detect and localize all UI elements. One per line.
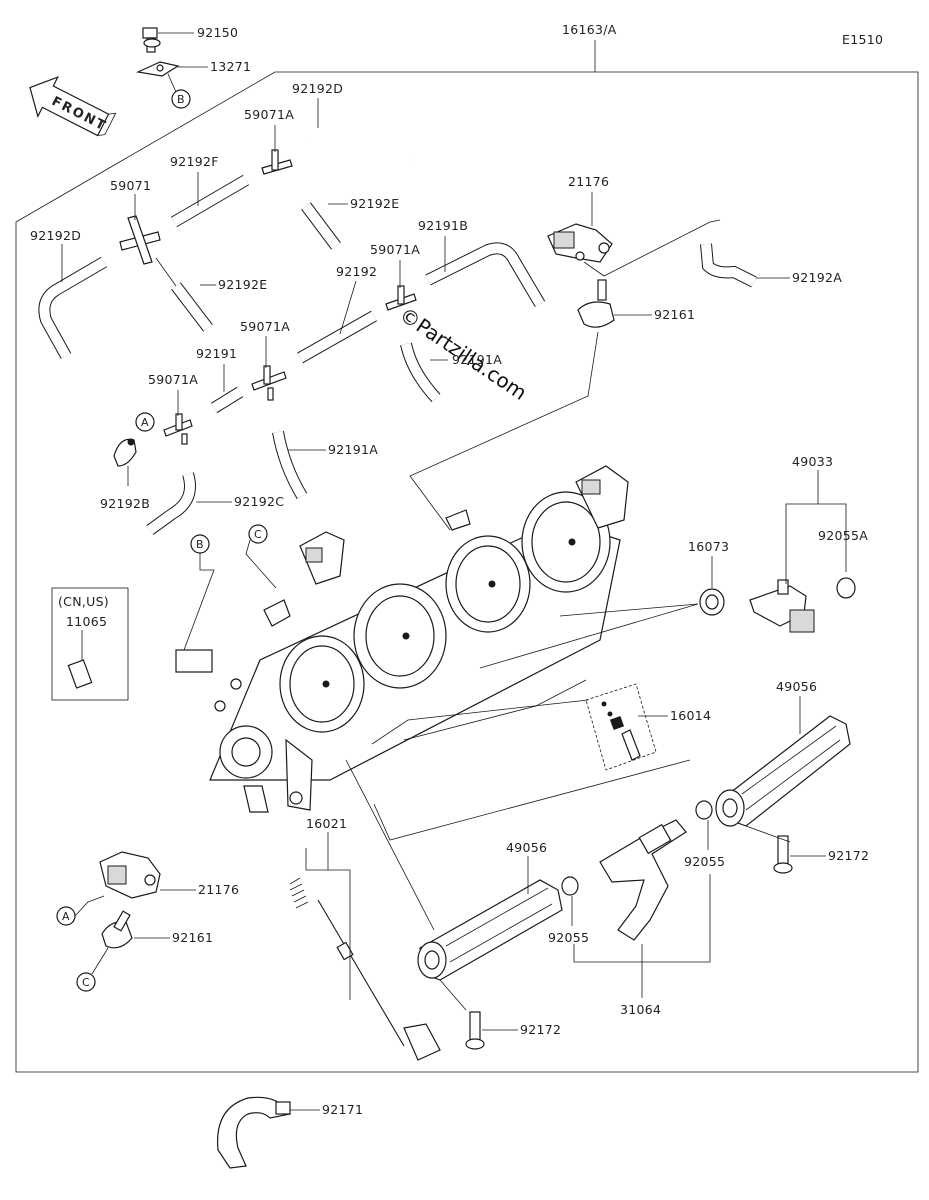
part-label-59071A-top: 59071A xyxy=(244,107,294,122)
part-label-92192C: 92192C xyxy=(234,494,284,509)
tee-59071A-mid xyxy=(385,285,417,311)
part-label-21176-top: 21176 xyxy=(568,174,609,189)
screw-set-16014 xyxy=(585,683,657,771)
bolt-92172-right xyxy=(773,835,793,874)
oring-92055-right xyxy=(695,800,713,820)
tee-59071A-b xyxy=(251,365,287,401)
part-label-92192E-b: 92192E xyxy=(218,277,267,292)
sensor-92161-top xyxy=(577,279,615,328)
part-label-59071: 59071 xyxy=(110,178,151,193)
callout-letter-C-bottom: C xyxy=(82,976,90,989)
hose-92192D-top xyxy=(304,115,414,163)
part-label-59071A-c: 59071A xyxy=(148,372,198,387)
part-label-92055-mid: 92055 xyxy=(548,930,589,945)
part-label-49056-mid: 49056 xyxy=(506,840,547,855)
callout-letter-A-bottom: A xyxy=(62,910,70,923)
part-label-16021: 16021 xyxy=(306,816,347,831)
part-label-92172-right: 92172 xyxy=(828,848,869,863)
hose-92192E-a xyxy=(301,202,341,250)
fuel-rail-49056-mid xyxy=(417,879,563,981)
cap-92192B xyxy=(113,438,137,467)
hose-92191A-a xyxy=(400,342,441,403)
injector-49033 xyxy=(749,579,815,633)
part-label-92172-bottom: 92172 xyxy=(520,1022,561,1037)
hose-92192F xyxy=(170,174,250,228)
oring-92055-mid xyxy=(561,876,579,896)
part-label-16073: 16073 xyxy=(688,539,729,554)
callout-letter-A-top: A xyxy=(141,416,149,429)
callout-C-mid xyxy=(248,524,268,544)
region-box: (CN,US) 11065 xyxy=(51,587,129,701)
callout-C-bottom xyxy=(76,972,96,992)
sensor-92161-bottom xyxy=(101,910,133,949)
fuel-pipe-31064 xyxy=(599,819,687,941)
part-label-92191B: 92191B xyxy=(418,218,468,233)
part-label-49033: 49033 xyxy=(792,454,833,469)
tee-59071A-top xyxy=(261,149,293,175)
clamp-92171 xyxy=(216,1096,291,1169)
hose-92192D-left xyxy=(38,256,108,359)
callout-A-top xyxy=(135,412,155,432)
part-label-92055-right: 92055 xyxy=(684,854,725,869)
part-label-92150: 92150 xyxy=(197,25,238,40)
hose-92191A-b xyxy=(272,430,308,500)
tee-59071A-c xyxy=(163,413,193,445)
hose-92192E-b xyxy=(171,282,213,332)
hose-92191B xyxy=(425,242,546,308)
callout-letter-B-mid: B xyxy=(196,538,204,551)
cross-59071 xyxy=(119,215,161,265)
part-label-92192E-a: 92192E xyxy=(350,196,399,211)
hose-92192A xyxy=(700,243,757,288)
part-label-11065: 11065 xyxy=(66,614,107,629)
fuel-rail-49056-right xyxy=(715,715,851,827)
part-label-92171: 92171 xyxy=(322,1102,363,1117)
diagram-code: E1510 xyxy=(842,32,883,47)
callout-letter-C-mid: C xyxy=(254,528,262,541)
throttle-body-assembly xyxy=(175,465,629,813)
hose-92192C xyxy=(146,472,196,535)
part-label-92191A-b: 92191A xyxy=(328,442,378,457)
part-label-13271: 13271 xyxy=(210,59,251,74)
hose-92191 xyxy=(210,386,244,414)
linkage-16021 xyxy=(289,877,441,1061)
part-label-49056-right: 49056 xyxy=(776,679,817,694)
part-label-92055A: 92055A xyxy=(818,528,868,543)
part-label-31064: 31064 xyxy=(620,1002,661,1017)
part-label-92192D-top: 92192D xyxy=(292,81,343,96)
region-note: (CN,US) xyxy=(58,594,109,609)
part-label-92191: 92191 xyxy=(196,346,237,361)
part-label-92192D-left: 92192D xyxy=(30,228,81,243)
part-label-92192: 92192 xyxy=(336,264,377,279)
seal-16073 xyxy=(699,588,725,616)
oring-92055A xyxy=(836,577,856,599)
sensor-21176-bottom xyxy=(99,851,161,899)
bolt-92150 xyxy=(142,27,161,53)
bolt-92172-bottom xyxy=(465,1011,485,1050)
callout-letter-B-top: B xyxy=(177,93,185,106)
part-label-16014: 16014 xyxy=(670,708,711,723)
sensor-21176-top xyxy=(547,223,613,263)
part-label-21176-bottom: 21176 xyxy=(198,882,239,897)
part-label-92191A-a: 92191A xyxy=(452,352,502,367)
assembly-label: 16163/A xyxy=(562,22,617,37)
part-label-92192B: 92192B xyxy=(100,496,150,511)
bracket-13271 xyxy=(135,61,180,77)
part-label-92192F: 92192F xyxy=(170,154,219,169)
part-label-59071A-mid: 59071A xyxy=(370,242,420,257)
assembly-frame xyxy=(15,40,919,1073)
part-label-92192A: 92192A xyxy=(792,270,842,285)
part-label-92161-bottom: 92161 xyxy=(172,930,213,945)
callout-B-top xyxy=(171,89,191,109)
part-label-59071A-b: 59071A xyxy=(240,319,290,334)
part-label-92161-top: 92161 xyxy=(654,307,695,322)
hose-92192 xyxy=(297,310,377,364)
front-arrow-icon: FRONT xyxy=(29,75,117,137)
